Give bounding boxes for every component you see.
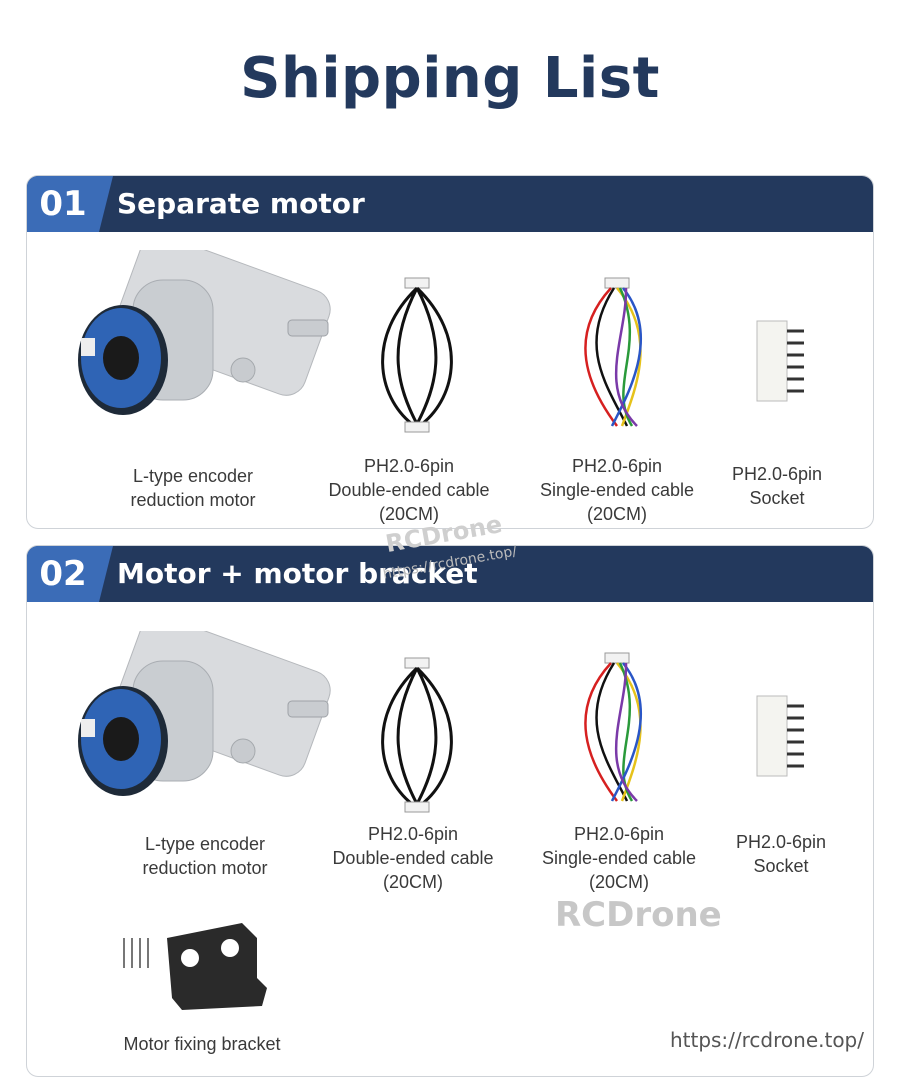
item-caption: L-type encoder reduction motor [142, 834, 268, 878]
double-ended-cable-image [367, 656, 467, 816]
item-caption: PH2.0-6pin Single-ended cable (20CM) [539, 456, 695, 524]
double-ended-cable-image [367, 276, 467, 436]
section-title: Motor + motor bracket [117, 557, 478, 590]
watermark-brand-large: RCDrone [555, 895, 722, 935]
motor-image [63, 250, 333, 430]
item-caption: PH2.0-6pin Socket [731, 464, 823, 508]
item-caption: PH2.0-6pin Double-ended cable (20CM) [328, 456, 490, 524]
item-caption: Motor fixing bracket [123, 1034, 281, 1054]
section-number: 01 [27, 176, 113, 232]
section-header: 01 Separate motor [27, 176, 873, 232]
website-url[interactable]: https://rcdrone.top/ [669, 1028, 864, 1052]
section-motor-bracket: 02 Motor + motor bracket L-type encoder … [26, 545, 874, 1077]
single-ended-cable-image [567, 651, 667, 811]
item-caption: PH2.0-6pin Single-ended cable (20CM) [541, 824, 697, 892]
bracket-image [112, 918, 272, 1013]
single-ended-cable-image [567, 276, 667, 436]
page-title: Shipping List [240, 46, 660, 111]
section-header: 02 Motor + motor bracket [27, 546, 873, 602]
motor-image [63, 631, 333, 811]
socket-image [752, 691, 812, 781]
section-number: 02 [27, 546, 113, 602]
item-caption: PH2.0-6pin Socket [735, 832, 827, 876]
section-separate-motor: 01 Separate motor L-type encoder reducti… [26, 175, 874, 529]
section-title: Separate motor [117, 187, 365, 220]
socket-image [752, 316, 812, 406]
item-caption: PH2.0-6pin Double-ended cable (20CM) [332, 824, 494, 892]
item-caption: L-type encoder reduction motor [130, 466, 256, 510]
